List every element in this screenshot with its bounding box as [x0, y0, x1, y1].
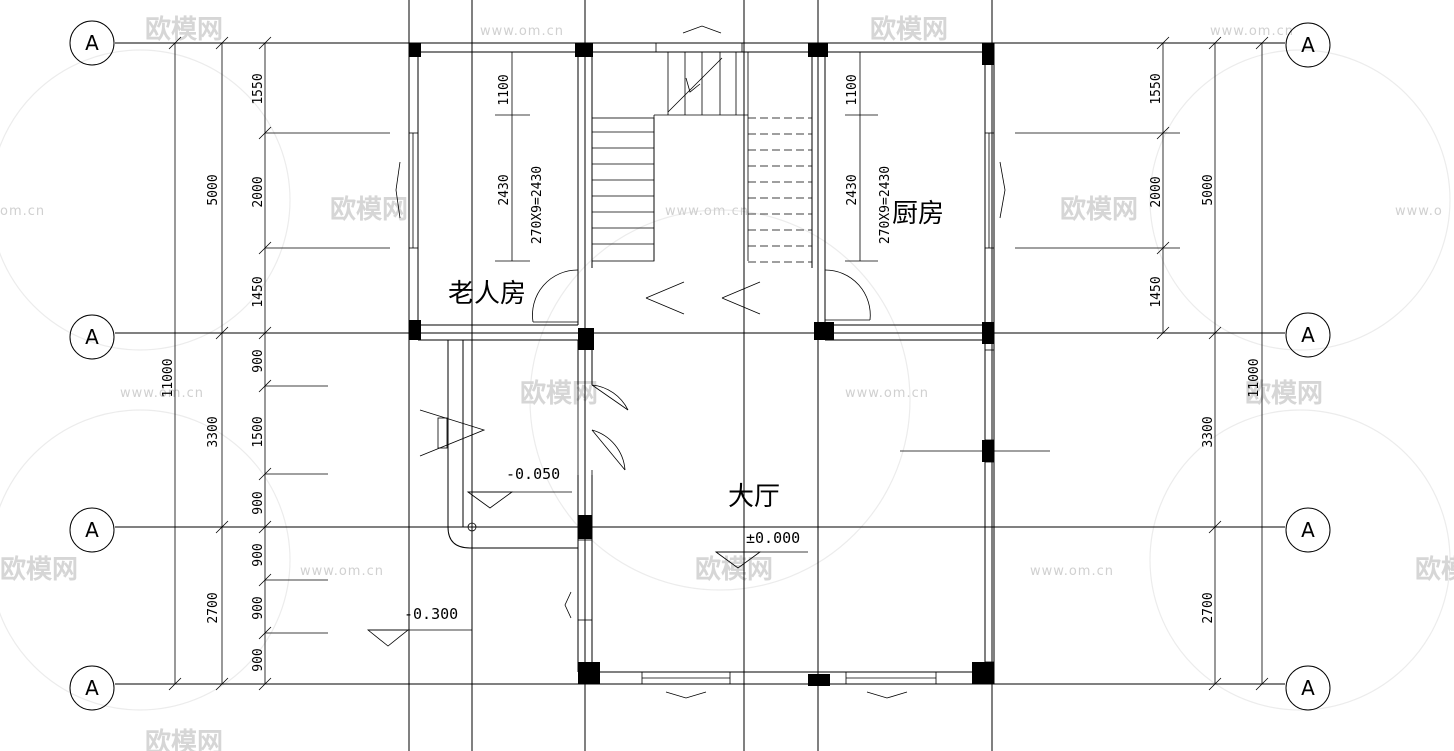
dim-stair-left: 270X9=2430 [530, 166, 545, 244]
dim-minor-left: 1500 [251, 416, 266, 447]
axis-bubble-left: A [69, 665, 115, 711]
dim-major-right: 2700 [1201, 592, 1216, 623]
watermark-brand: 欧模网 [1060, 194, 1138, 225]
svg-text:A: A [1301, 676, 1315, 700]
dim-minor-right: 1550 [1149, 73, 1164, 104]
watermark-brand: 欧模网 [520, 378, 598, 409]
level-porch: -0.050 [506, 465, 560, 483]
level-hall: ±0.000 [746, 529, 800, 547]
room-labels: 老人房 厨房 大厅 [448, 199, 944, 512]
watermark-brand: 欧模网 [870, 14, 948, 45]
dim-minor-left: 900 [251, 491, 266, 514]
axis-bubbles: A A A A A A A A [69, 20, 1331, 711]
axis-bubble-right: A [1285, 22, 1331, 68]
watermark-url: www.om.cn [845, 386, 929, 401]
watermark-brand: 欧模网 [695, 554, 773, 585]
dim-major-left: 5000 [206, 174, 221, 205]
dim-minor-left: 1550 [251, 73, 266, 104]
right-dimension-chains: 1550 2000 1450 5000 3300 2700 11000 [900, 36, 1269, 691]
windows [395, 25, 1006, 699]
dim-stair-right: 2430 [845, 174, 860, 205]
room-label-hall: 大厅 [728, 482, 780, 512]
dim-major-left: 2700 [206, 592, 221, 623]
dim-minor-left: 2000 [251, 176, 266, 207]
axis-bubble-right: A [1285, 507, 1331, 553]
svg-text:A: A [85, 676, 99, 700]
axis-bubble-right: A [1285, 312, 1331, 358]
dim-minor-left: 900 [251, 349, 266, 372]
dim-minor-left: 900 [251, 543, 266, 566]
svg-text:A: A [85, 518, 99, 542]
watermark-brand: 欧模网 [1245, 378, 1323, 409]
dim-minor-left: 1450 [251, 276, 266, 307]
level-markers: -0.050 ±0.000 -0.300 [366, 465, 808, 647]
stairs [495, 52, 878, 315]
watermark-brand: 欧模网 [1415, 554, 1454, 585]
doors [532, 269, 871, 475]
dim-stair-right: 1100 [845, 74, 860, 105]
room-label-elder: 老人房 [448, 279, 526, 309]
watermark-url: www.om.cn [300, 564, 384, 579]
dim-minor-left: 900 [251, 648, 266, 671]
axis-bubble-right: A [1285, 665, 1331, 711]
dim-overall-left: 11000 [161, 358, 176, 397]
level-outdoor: -0.300 [404, 605, 458, 623]
stair-dimension-text: 1100 2430 270X9=2430 1100 2430 270X9=243… [497, 74, 893, 244]
dim-stair-right: 270X9=2430 [878, 166, 893, 244]
axis-bubble-left: A [69, 507, 115, 553]
watermark-brand: 欧模网 [330, 194, 408, 225]
dim-major-right: 3300 [1201, 416, 1216, 447]
dim-minor-right: 1450 [1149, 276, 1164, 307]
watermark-brand: 欧模网 [0, 554, 78, 585]
dim-stair-left: 1100 [497, 74, 512, 105]
room-label-kitchen: 厨房 [892, 199, 944, 229]
entrance-marks [419, 409, 486, 457]
svg-text:A: A [85, 325, 99, 349]
watermark-url: www.om.cn [120, 386, 204, 401]
dim-major-left: 3300 [206, 416, 221, 447]
structural-columns [409, 43, 994, 686]
watermark-brand: 欧模网 [145, 14, 223, 45]
watermark-url: www.om.cn [480, 24, 564, 39]
watermark-url: www.om.cn [1210, 24, 1294, 39]
svg-text:A: A [1301, 33, 1315, 57]
dim-major-right: 5000 [1201, 174, 1216, 205]
svg-text:A: A [1301, 323, 1315, 347]
svg-text:A: A [85, 31, 99, 55]
axis-bubble-left: A [69, 20, 115, 66]
watermark-brand: 欧模网 [145, 727, 223, 751]
watermark-url: www.o [1395, 204, 1443, 219]
watermark-url: www.om.cn [1030, 564, 1114, 579]
watermark-url: om.cn [0, 204, 45, 219]
watermark-layer: 欧模网 欧模网 欧模网 欧模网 欧模网 欧模网 欧模网 欧模网 欧模网 欧模网 … [0, 14, 1454, 751]
svg-text:A: A [1301, 518, 1315, 542]
dim-minor-left: 900 [251, 596, 266, 619]
axis-bubble-left: A [69, 314, 115, 360]
watermark-url: www.om.cn [665, 204, 749, 219]
dim-stair-left: 2430 [497, 174, 512, 205]
dim-minor-right: 2000 [1149, 176, 1164, 207]
dim-overall-right: 11000 [1247, 358, 1262, 397]
axis-grid [115, 0, 1285, 751]
left-dimension-chains: 11000 5000 3300 2700 1550 2000 1450 900 … [161, 36, 390, 691]
